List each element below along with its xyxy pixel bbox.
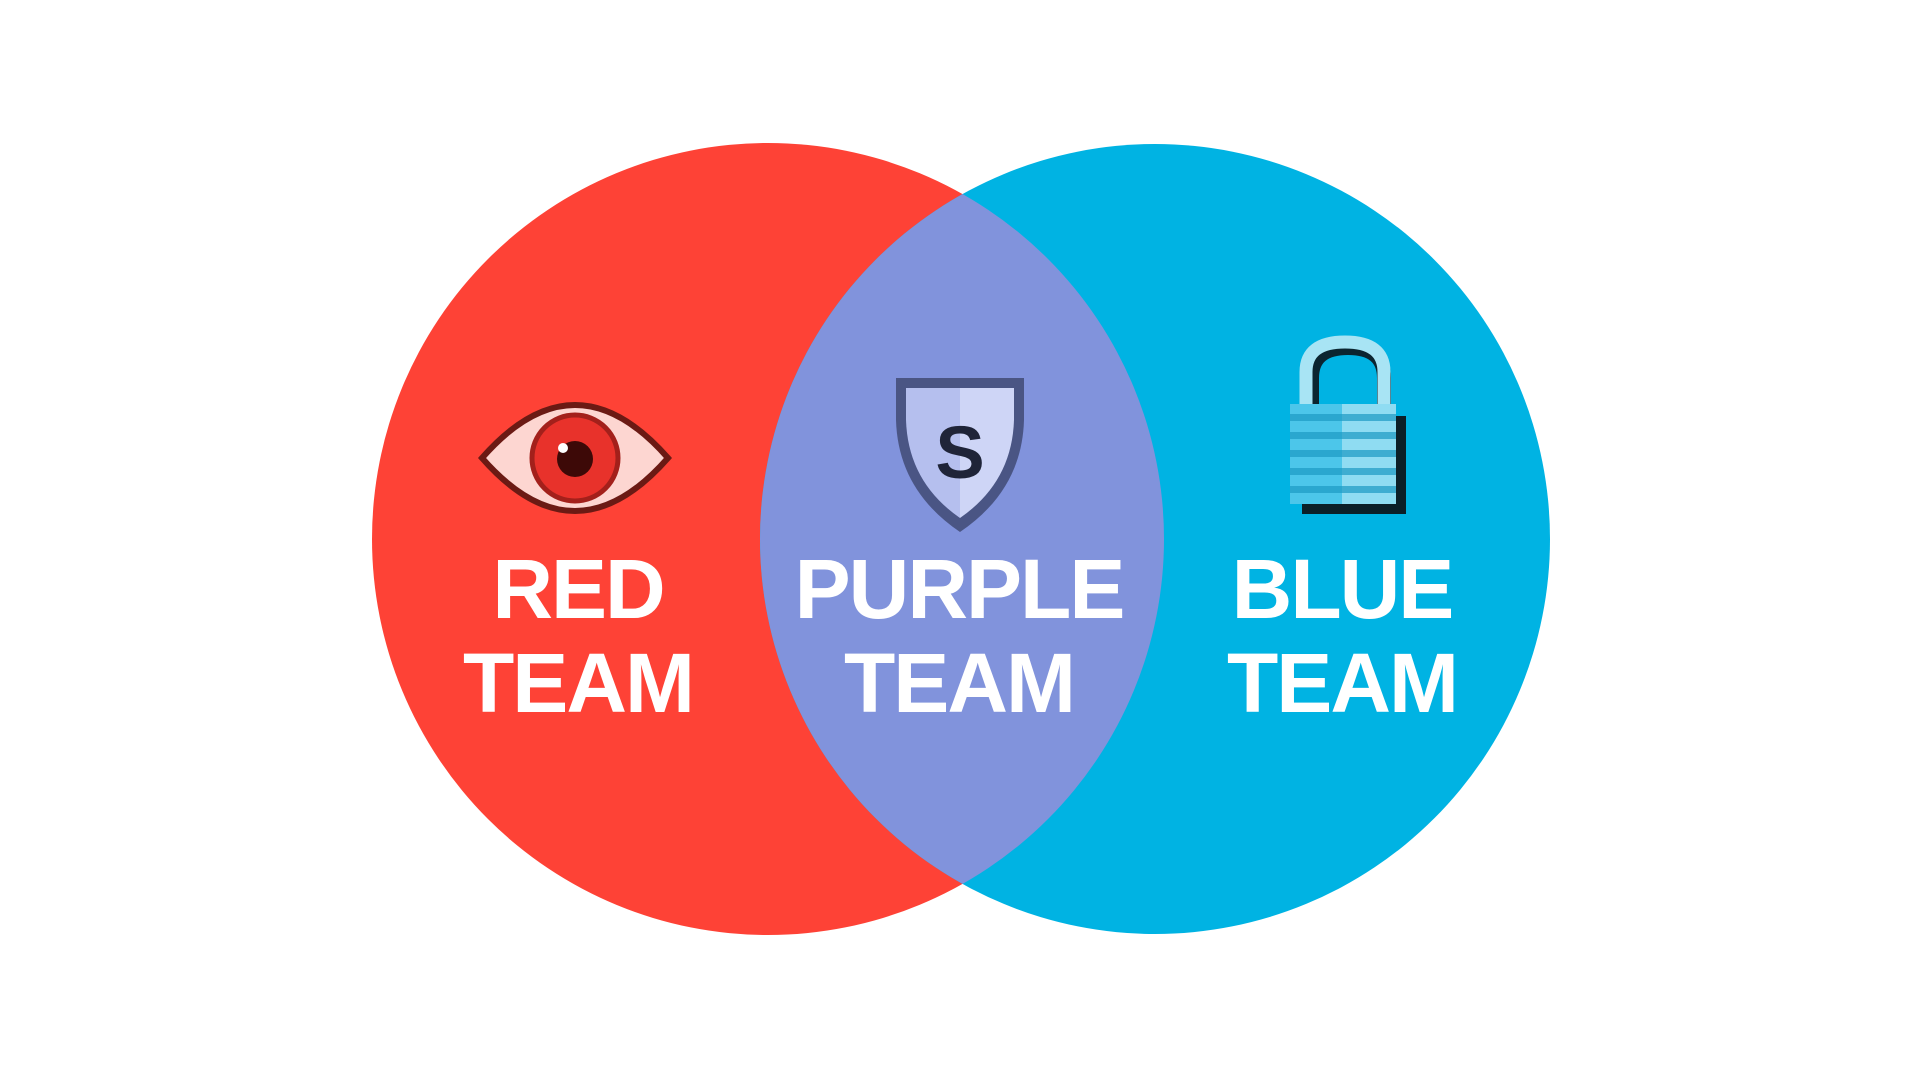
blue-team-label-line1: BLUE <box>1232 542 1453 636</box>
eye-icon <box>478 402 672 514</box>
shield-icon: S <box>896 378 1024 532</box>
purple-team-intersection <box>760 144 1164 934</box>
red-team-label-line2: TEAM <box>463 636 693 730</box>
padlock-icon <box>1290 335 1406 514</box>
purple-team-label-line1: PURPLE <box>795 542 1124 636</box>
shield-letter: S <box>935 411 984 494</box>
blue-team-label-line2: TEAM <box>1227 636 1457 730</box>
purple-team-label-line2: TEAM <box>844 636 1074 730</box>
red-team-label-line1: RED <box>492 542 663 636</box>
